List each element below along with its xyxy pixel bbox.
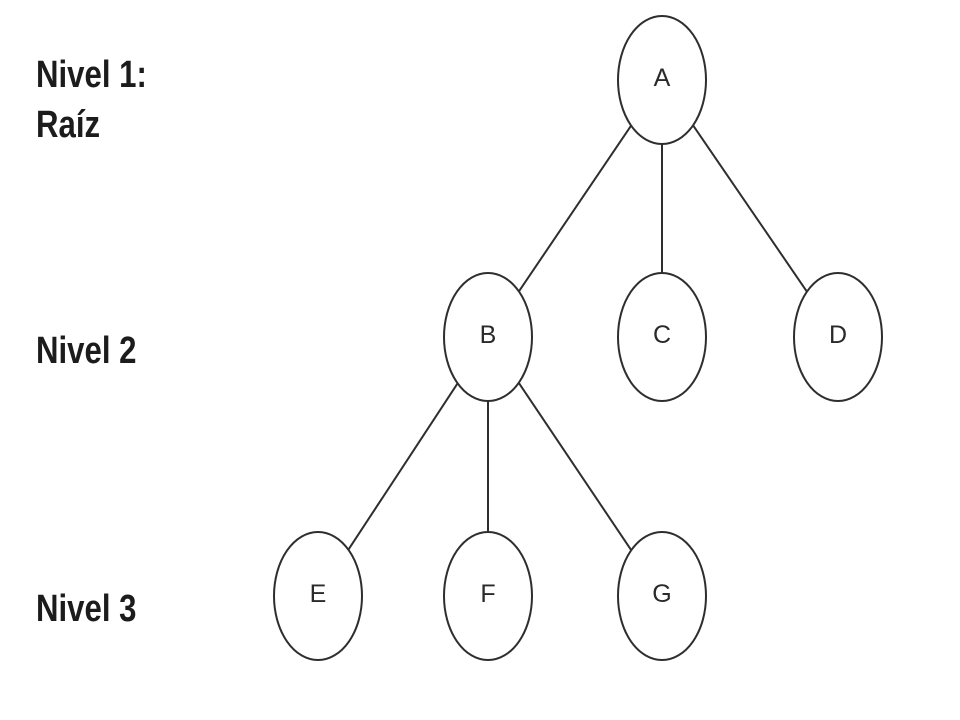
node-a: A: [617, 15, 707, 145]
edge-a-b: [518, 125, 632, 292]
node-e: E: [273, 531, 363, 661]
nodes-layer: A B C D E F G: [273, 15, 883, 661]
node-label: C: [653, 321, 671, 349]
edge-b-g: [517, 382, 633, 551]
level-1-title: Nivel 1:: [36, 54, 147, 96]
node-g: G: [617, 531, 707, 661]
level-1-label: Nivel 1: Raíz: [36, 50, 147, 150]
level-2-title: Nivel 2: [36, 330, 137, 372]
node-circle: [793, 272, 883, 402]
edge-a-d: [692, 124, 808, 293]
node-label: D: [829, 321, 847, 349]
node-b: B: [443, 272, 533, 402]
node-circle: [443, 531, 533, 661]
node-circle: [273, 531, 363, 661]
level-2-label: Nivel 2: [36, 326, 136, 376]
node-c: C: [617, 272, 707, 402]
level-1-subtitle: Raíz: [36, 104, 101, 146]
node-label: A: [654, 64, 671, 92]
node-circle: [617, 272, 707, 402]
node-d: D: [793, 272, 883, 402]
node-label: E: [310, 580, 327, 608]
level-3-title: Nivel 3: [36, 588, 137, 630]
node-label: G: [652, 580, 671, 608]
node-label: B: [480, 321, 497, 349]
node-circle: [617, 531, 707, 661]
level-3-label: Nivel 3: [36, 584, 136, 634]
edge-b-e: [347, 382, 459, 551]
edges-layer: [347, 124, 808, 551]
node-circle: [617, 15, 707, 145]
node-label: F: [480, 580, 495, 608]
node-f: F: [443, 531, 533, 661]
node-circle: [443, 272, 533, 402]
